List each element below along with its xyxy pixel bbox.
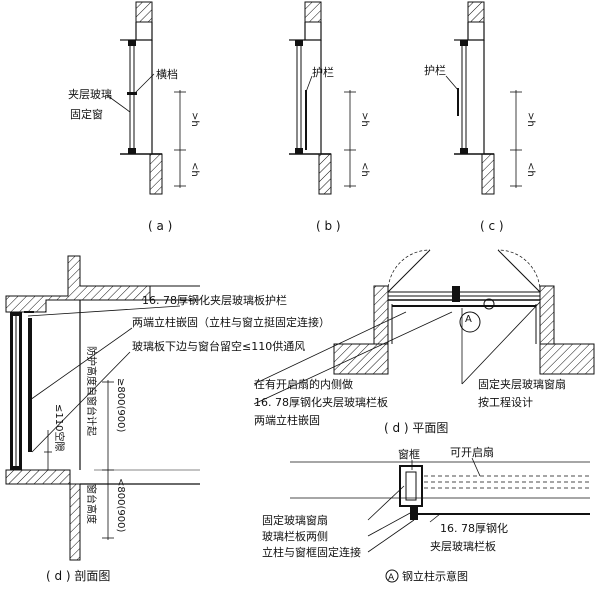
wall-upper-b <box>304 1 322 23</box>
plan-d: A 在有开启扇的内侧做 16. 78厚钢化夹层玻璃栏板 两端立柱嵌固 固定夹层玻… <box>253 249 595 435</box>
label-tempered: 16. 78厚钢化 <box>440 521 508 535</box>
dim-upper-a: >h <box>189 112 200 127</box>
note-fixed-sash: 固定夹层玻璃窗扇 <box>478 377 566 391</box>
steel-post <box>410 506 418 520</box>
wall-lower-b <box>318 153 332 195</box>
label-sill-height: 窗台高度 <box>85 484 98 524</box>
dim-guard-height: ≥800(900) <box>115 378 126 432</box>
detail-a: 窗框 可开启扇 固定玻璃窗扇 玻璃栏板两侧 立柱与窗框固定连接 16. 78厚钢… <box>262 445 590 583</box>
section-d: 16. 78厚钢化夹层玻璃板护栏 两端立柱嵌固（立柱与窗立挺固定连接） 玻璃板下… <box>5 255 330 583</box>
wall-upper-c <box>467 1 485 23</box>
caption-section-d: ( d ) 剖面图 <box>46 569 110 583</box>
wall-left-plan <box>333 343 389 375</box>
caption-b: ( b ) <box>316 219 341 233</box>
note-panel-guardrail: 16. 78厚钢化夹层玻璃板护栏 <box>142 293 287 307</box>
plan-marker-a: A <box>465 314 472 325</box>
note-post-fixing: 两端立柱嵌固（立柱与窗立挺固定连接） <box>132 315 330 329</box>
label-guard-height: 防护高度自窗台计起 <box>85 346 98 436</box>
transom-a <box>127 92 137 95</box>
panel-c: 护栏 >h <h ( c ) <box>424 1 536 233</box>
glass-panel-d <box>28 318 32 452</box>
label-laminated-glass: 夹层玻璃 <box>68 87 112 101</box>
panel-a: 横档 夹层玻璃 固定窗 >h <h ( a ) <box>68 1 200 233</box>
dim-lower-b: <h <box>359 162 370 177</box>
dim-sill-height: <800(900) <box>115 478 126 532</box>
label-guardrail-c: 护栏 <box>424 63 446 77</box>
detail-marker-a: A <box>388 573 395 583</box>
jamb-left-plan <box>373 285 389 345</box>
dim-lower-c: <h <box>525 162 536 177</box>
label-fixed-glass-sash: 固定玻璃窗扇 <box>262 513 328 527</box>
label-gap: ≤110空隙 <box>53 404 66 451</box>
wall-lower-a <box>149 153 163 195</box>
wall-lower-c <box>481 153 495 195</box>
frame-sill-a <box>128 148 136 154</box>
label-laminated-panel: 夹层玻璃栏板 <box>430 539 496 553</box>
note-post-embedded: 两端立柱嵌固 <box>254 413 320 427</box>
note-ventilation-gap: 玻璃板下边与窗台留空≤110供通风 <box>132 339 305 353</box>
label-transom: 横档 <box>156 67 178 81</box>
caption-a: ( a ) <box>148 219 172 233</box>
jamb-right-plan <box>539 285 555 345</box>
label-panel-both-sides: 玻璃栏板两侧 <box>262 529 328 543</box>
label-frame: 窗框 <box>398 447 420 461</box>
label-guardrail-b: 护栏 <box>312 65 334 79</box>
dim-upper-b: >h <box>359 112 370 127</box>
mullion-plan <box>452 286 460 302</box>
wall-right-plan <box>539 343 595 375</box>
caption-plan-d: ( d ) 平面图 <box>384 421 448 435</box>
detail-marker-circle <box>385 569 399 583</box>
note-inside: 在有开启扇的内侧做 <box>254 377 353 391</box>
label-opening-sash: 可开启扇 <box>450 445 494 459</box>
label-fixed-window: 固定窗 <box>70 107 103 121</box>
caption-c: ( c ) <box>480 219 504 233</box>
caption-detail-a: 钢立柱示意图 <box>402 569 468 583</box>
dim-lower-a: <h <box>189 162 200 177</box>
slab-top-d <box>5 255 151 313</box>
slab-bottom-d <box>5 469 81 561</box>
frame-head-a <box>128 40 136 46</box>
note-glass-panel: 16. 78厚钢化夹层玻璃栏板 <box>254 395 388 409</box>
panel-b: 护栏 >h <h ( b ) <box>289 1 370 233</box>
dim-upper-c: >h <box>525 112 536 127</box>
wall-upper-a <box>135 1 153 23</box>
note-by-design: 按工程设计 <box>478 395 533 409</box>
label-post-connection: 立柱与窗框固定连接 <box>262 545 361 559</box>
